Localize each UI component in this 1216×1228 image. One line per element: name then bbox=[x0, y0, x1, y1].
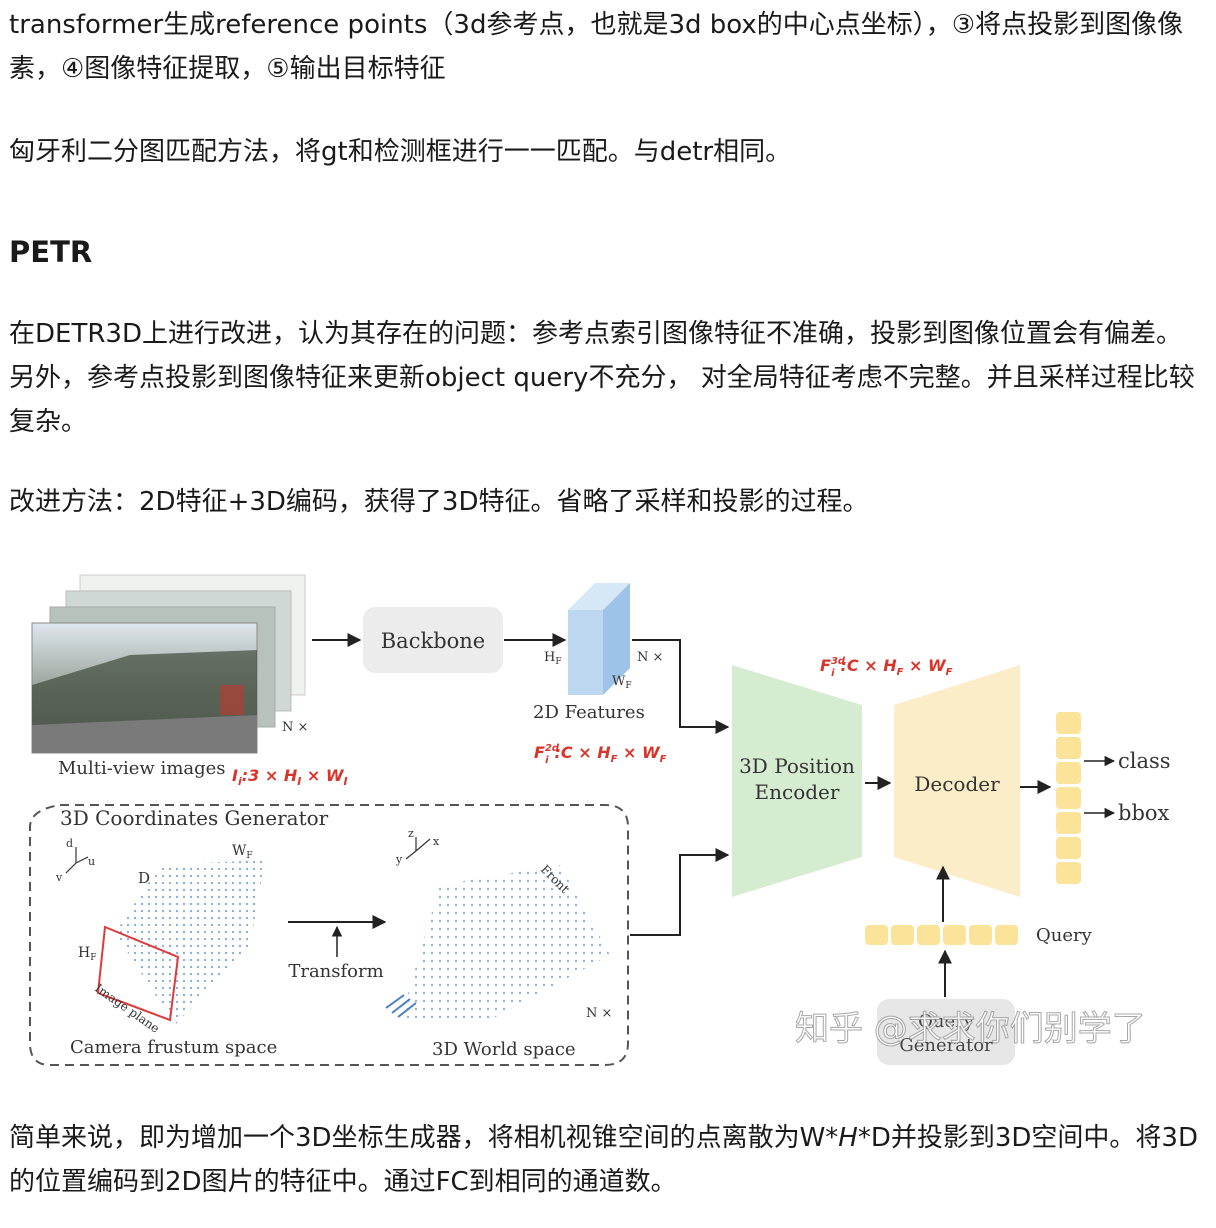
paragraph-intro: transformer生成reference points（3d参考点，也就是3… bbox=[9, 3, 1204, 91]
coord-generator-title: 3D Coordinates Generator bbox=[60, 806, 329, 830]
n-times-images: N × bbox=[282, 720, 308, 735]
feature-hf: HF bbox=[544, 650, 562, 667]
axis-v: v bbox=[55, 871, 63, 884]
camera-space-label: Camera frustum space bbox=[70, 1037, 277, 1058]
section-heading: PETR bbox=[9, 232, 92, 272]
world-points bbox=[400, 865, 610, 1020]
paragraph-method: 改进方法：2D特征+3D编码，获得了3D特征。省略了采样和投影的过程。 bbox=[9, 480, 1204, 524]
paragraph-summary: 简单来说，即为增加一个3D坐标生成器，将相机视锥空间的点离散为W*H*D并投影到… bbox=[9, 1116, 1204, 1204]
world-space-label: 3D World space bbox=[432, 1039, 576, 1060]
output-query-column bbox=[1056, 712, 1081, 884]
axis-u: u bbox=[88, 855, 95, 868]
features-label: 2D Features bbox=[533, 702, 645, 723]
axis-d: d bbox=[66, 837, 73, 850]
petr-architecture-figure: Multi-view images N × Ii:3 × HI × WI Bac… bbox=[20, 565, 1195, 1075]
decoder-label: Decoder bbox=[914, 772, 1000, 796]
world-axes bbox=[406, 837, 430, 859]
n-times-world: N × bbox=[586, 1006, 612, 1021]
image-plane-label: Image plane bbox=[92, 981, 162, 1036]
axis-x: x bbox=[433, 835, 440, 848]
frustum-hf: HF bbox=[78, 945, 96, 963]
output-bbox: bbox bbox=[1118, 801, 1170, 825]
transform-label: Transform bbox=[288, 961, 383, 982]
camera-axes bbox=[66, 847, 88, 873]
query-row bbox=[865, 925, 1018, 945]
query-label: Query bbox=[1036, 925, 1093, 946]
backbone-label: Backbone bbox=[381, 629, 485, 653]
axis-y: y bbox=[395, 853, 403, 866]
encoder-label-2: Encoder bbox=[755, 780, 840, 804]
axis-z: z bbox=[408, 827, 414, 840]
image-formula: Ii:3 × HI × WI bbox=[232, 766, 348, 788]
encoder-label-1: 3D Position bbox=[739, 754, 855, 778]
n-times-features: N × bbox=[637, 650, 663, 665]
paragraph-problem: 在DETR3D上进行改进，认为其存在的问题：参考点索引图像特征不准确，投影到图像… bbox=[9, 312, 1204, 444]
frustum-wf: WF bbox=[232, 843, 253, 861]
watermark: 知乎 @求求你们别学了 bbox=[795, 1009, 1146, 1049]
output-class: class bbox=[1118, 749, 1171, 773]
feature-wf: WF bbox=[612, 674, 632, 691]
frustum-d: D bbox=[138, 869, 150, 887]
paragraph-hungarian: 匈牙利二分图匹配方法，将gt和检测框进行一一匹配。与detr相同。 bbox=[9, 130, 1204, 174]
multiview-label: Multi-view images bbox=[58, 758, 226, 779]
multiview-images bbox=[32, 575, 305, 753]
